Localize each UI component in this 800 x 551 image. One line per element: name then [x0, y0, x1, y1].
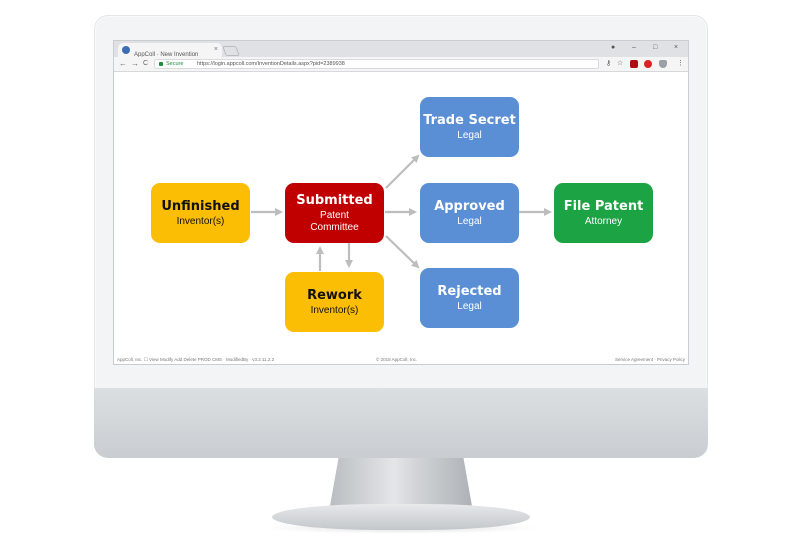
monitor-base — [272, 504, 530, 530]
arrow-submitted-to-rejected — [385, 235, 420, 269]
minimize-button[interactable]: – — [632, 44, 636, 51]
node-unfinished-sub: Inventor(s) — [176, 215, 225, 227]
node-file-patent-title: File Patent — [563, 198, 644, 214]
footer-copyright: © 2018 AppColl, Inc. — [376, 357, 418, 362]
node-rejected-title: Rejected — [437, 283, 502, 299]
address-bar[interactable]: Secure https://login.appcoll.com/Inventi… — [154, 59, 599, 69]
close-window-button[interactable]: × — [674, 44, 679, 51]
node-trade-secret-title: Trade Secret — [423, 112, 516, 128]
node-unfinished-title: Unfinished — [161, 198, 240, 214]
tab-title: AppColl · New Invention — [134, 52, 199, 58]
shield-icon[interactable] — [659, 60, 667, 68]
node-rework-title: Rework — [307, 287, 362, 303]
node-rework[interactable]: Rework Inventor(s) — [285, 272, 384, 332]
footer-links[interactable]: Service Agreement · Privacy Policy — [614, 357, 685, 362]
tab-close-icon[interactable]: × — [213, 46, 218, 53]
footer-left: AppColl, Inc. ☐ View Modify Add Delete P… — [117, 357, 275, 362]
node-submitted-title: Submitted — [296, 192, 373, 208]
node-approved[interactable]: Approved Legal — [420, 183, 519, 243]
page-content: Unfinished Inventor(s) Submitted Patent … — [114, 72, 688, 364]
node-approved-title: Approved — [434, 198, 505, 214]
node-approved-sub: Legal — [457, 215, 482, 227]
browser-toolbar: ← → C Secure https://login.appcoll.com/I… — [114, 57, 688, 72]
node-trade-secret-sub: Legal — [457, 129, 482, 141]
browser-tab[interactable]: AppColl · New Invention × — [118, 43, 222, 58]
pdf-icon[interactable] — [630, 60, 638, 68]
secure-label: Secure — [166, 61, 184, 67]
page-footer: AppColl, Inc. ☐ View Modify Add Delete P… — [114, 356, 688, 364]
node-trade-secret[interactable]: Trade Secret Legal — [420, 97, 519, 157]
arrow-submitted-to-trade-secret — [385, 154, 420, 189]
node-file-patent[interactable]: File Patent Attorney — [554, 183, 653, 243]
node-submitted-sub: Patent — [320, 209, 349, 221]
back-button[interactable]: ← — [119, 59, 127, 68]
monitor-chin — [94, 388, 708, 458]
node-rejected-sub: Legal — [457, 300, 482, 312]
key-icon[interactable]: ⚷ — [606, 60, 612, 67]
node-submitted[interactable]: Submitted Patent Committee — [285, 183, 384, 243]
browser-window: AppColl · New Invention × ● – □ × ← → C … — [113, 40, 689, 365]
account-icon[interactable]: ● — [611, 44, 616, 51]
flow-arrows — [251, 154, 552, 271]
lock-icon — [159, 62, 163, 66]
favicon-icon — [122, 46, 130, 54]
node-rework-sub: Inventor(s) — [310, 304, 359, 316]
new-tab-button[interactable] — [222, 46, 240, 56]
tab-bar: AppColl · New Invention × ● – □ × — [114, 41, 688, 58]
menu-icon[interactable]: ⋮ — [677, 60, 684, 67]
maximize-button[interactable]: □ — [653, 44, 658, 51]
node-submitted-sub2: Committee — [310, 221, 359, 233]
node-unfinished[interactable]: Unfinished Inventor(s) — [151, 183, 250, 243]
reload-button[interactable]: C — [143, 60, 149, 67]
forward-button[interactable]: → — [131, 59, 139, 68]
star-icon[interactable]: ☆ — [617, 60, 624, 67]
youtube-icon[interactable] — [644, 60, 652, 68]
node-rejected[interactable]: Rejected Legal — [420, 268, 519, 328]
monitor-stand — [330, 458, 472, 506]
url-text[interactable]: https://login.appcoll.com/InventionDetai… — [197, 61, 345, 67]
node-file-patent-sub: Attorney — [584, 215, 623, 227]
